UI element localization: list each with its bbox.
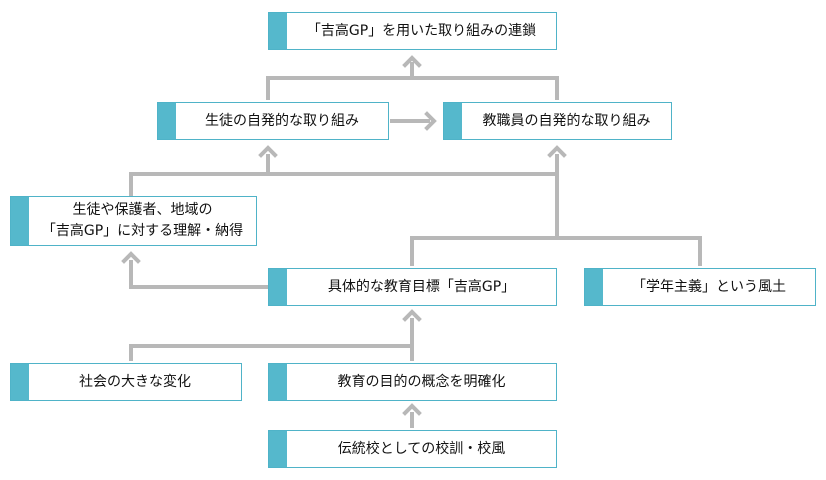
climate-box: 「学年主義」という風土 <box>584 268 816 306</box>
connector-goal-to-understanding <box>129 260 268 289</box>
climate-label: 「学年主義」という風土 <box>632 278 786 295</box>
concrete-goal-accent <box>269 269 287 305</box>
staff-initiative-accent <box>444 103 462 139</box>
understanding-box: 生徒や保護者、地域の 「吉高GP」に対する理解・納得 <box>10 196 257 246</box>
concrete-goal-box: 具体的な教育目標「吉高GP」 <box>268 268 557 306</box>
student-initiative-accent <box>158 103 176 139</box>
clarify-purpose-accent <box>269 364 287 400</box>
tradition-box: 伝統校としての校訓・校風 <box>268 430 557 468</box>
connector-initiatives-to-chain <box>266 76 559 100</box>
clarify-purpose-label: 教育の目的の概念を明確化 <box>337 373 506 390</box>
student-initiative-box: 生徒の自発的な取り組み <box>157 102 389 140</box>
connector-understanding-to-student <box>129 172 557 196</box>
arrowhead-staff-up <box>547 145 567 158</box>
tradition-label: 伝統校としての校訓・校風 <box>337 440 506 457</box>
arrowhead-student <box>258 145 278 158</box>
social-change-accent <box>11 364 29 400</box>
student-initiative-label: 生徒の自発的な取り組み <box>205 112 359 129</box>
tradition-accent <box>269 431 287 467</box>
staff-initiative-label: 教職員の自発的な取り組み <box>482 112 651 129</box>
social-change-box: 社会の大きな変化 <box>10 363 242 401</box>
connector-goal-climate-merge <box>410 236 702 266</box>
chain-box: 「吉高GP」を用いた取り組みの連鎖 <box>268 12 557 50</box>
chain-box-label: 「吉高GP」を用いた取り組みの連鎖 <box>306 22 537 39</box>
understanding-accent <box>11 197 29 245</box>
arrowhead-understanding <box>121 251 141 264</box>
climate-accent <box>585 269 603 305</box>
chain-box-accent <box>269 13 287 49</box>
arrowhead-clarify <box>402 403 422 416</box>
concrete-goal-label: 具体的な教育目標「吉高GP」 <box>327 278 516 295</box>
staff-initiative-box: 教職員の自発的な取り組み <box>443 102 672 140</box>
social-change-label: 社会の大きな変化 <box>79 373 191 390</box>
understanding-label: 生徒や保護者、地域の 「吉高GP」に対する理解・納得 <box>41 202 244 239</box>
arrowhead-staff <box>424 111 437 131</box>
arrowhead-goal <box>402 309 422 322</box>
connector-social-clarify-merge <box>129 344 412 361</box>
clarify-purpose-box: 教育の目的の概念を明確化 <box>268 363 557 401</box>
arrowhead-chain <box>402 55 422 68</box>
